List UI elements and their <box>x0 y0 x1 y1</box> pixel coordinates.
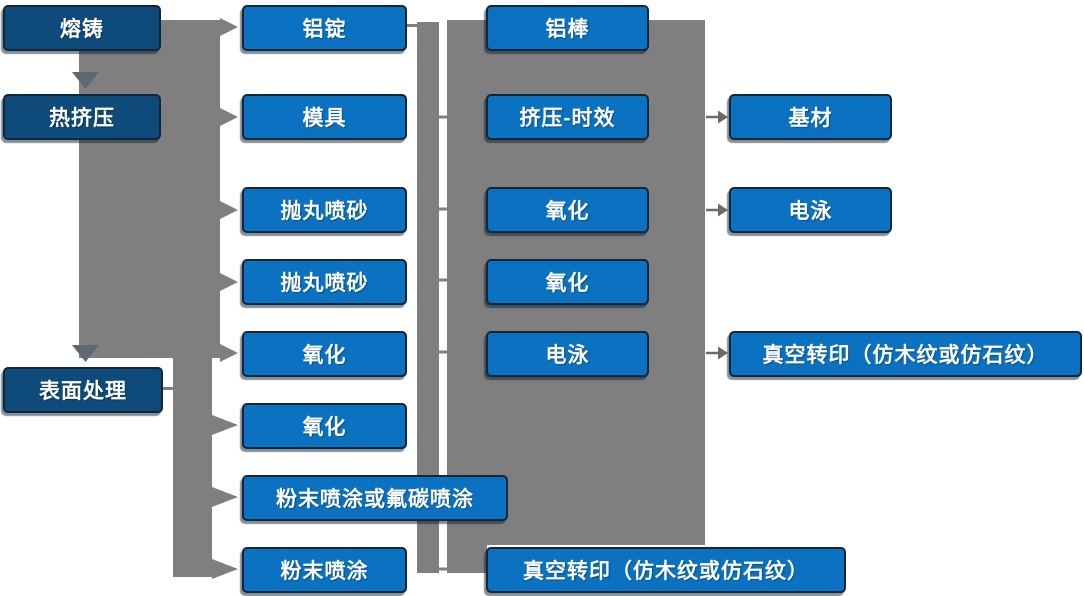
node-oxidation-b: 氧化 <box>242 403 407 449</box>
node-shot-blasting-2: 抛丸喷砂 <box>242 259 407 305</box>
tick-surface-treatment-to-band <box>163 387 175 390</box>
flow-arrow-extrusion-aging-to-substrate <box>706 110 728 124</box>
arrowhead-to-mold <box>220 108 238 126</box>
node-hot-extrusion: 热挤压 <box>3 94 161 140</box>
tick-bar-to-extrusion-aging <box>439 115 447 119</box>
node-oxidation-a: 氧化 <box>242 331 407 377</box>
down-arrowhead-to-surface-treatment <box>72 345 99 362</box>
left-flow-band <box>79 20 220 358</box>
tick-bar-to-electrophoresis <box>439 350 447 354</box>
node-aluminum-rod: 铝棒 <box>486 5 649 51</box>
down-arrowhead-to-hot-extrusion <box>72 72 99 89</box>
tick-bar-to-vacuum-transfer <box>439 567 447 571</box>
arrowhead-to-powder-coating <box>212 559 238 579</box>
node-oxidation-d: 氧化 <box>486 259 649 305</box>
node-shot-blasting-1: 抛丸喷砂 <box>242 187 407 233</box>
left-flow-band-leg <box>173 350 212 577</box>
arrowhead-to-aluminum-ingot <box>220 18 238 36</box>
node-extrusion-aging: 挤压-时效 <box>486 94 649 140</box>
node-surface-treatment: 表面处理 <box>3 367 163 413</box>
arrowhead-to-shot-blasting-2 <box>220 273 238 291</box>
flow-arrow-electrophoresis-to-vacuum-transfer <box>706 346 728 360</box>
node-substrate: 基材 <box>729 94 892 140</box>
node-aluminum-ingot: 铝锭 <box>242 5 407 51</box>
tick-bar-to-oxidation-1 <box>439 207 447 211</box>
node-smelting-casting: 熔铸 <box>3 5 161 51</box>
arrowhead-to-oxidation-b <box>212 415 238 435</box>
arrowhead-to-powder-fluorocarbon <box>212 487 238 507</box>
flow-arrow-oxidation-to-electrophoresis <box>706 203 728 217</box>
tick-ingot-to-bar <box>407 24 417 27</box>
node-powder-coating: 粉末喷涂 <box>242 547 407 593</box>
node-mold: 模具 <box>242 94 407 140</box>
arrowhead-to-shot-blasting-1 <box>220 201 238 219</box>
node-vacuum-transfer-b: 真空转印（仿木纹或仿石纹） <box>729 331 1082 377</box>
node-powder-or-fluorocarbon-coating: 粉末喷涂或氟碳喷涂 <box>242 475 508 521</box>
node-oxidation-c: 氧化 <box>486 187 649 233</box>
tick-bar-to-oxidation-2 <box>439 278 447 282</box>
middle-flow-bar <box>417 22 439 573</box>
node-electrophoresis-b: 电泳 <box>729 187 892 233</box>
node-vacuum-transfer-a: 真空转印（仿木纹或仿石纹） <box>486 547 846 593</box>
node-electrophoresis-a: 电泳 <box>486 331 649 377</box>
arrowhead-to-oxidation-a <box>220 344 238 362</box>
right-flow-block-leg <box>447 520 487 573</box>
